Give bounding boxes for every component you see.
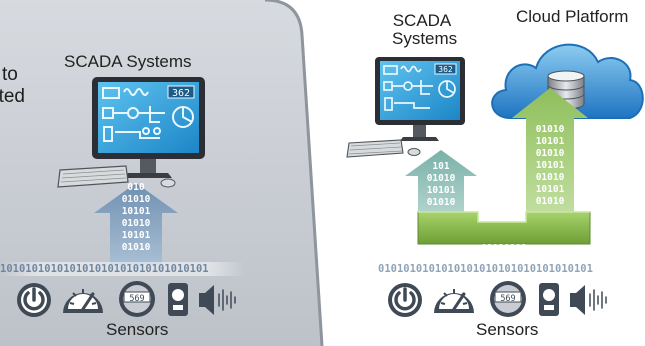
left-scada-label: SCADA Systems <box>64 52 192 71</box>
right-bit-stream: 0101010101010101010101010101010101 <box>378 263 593 275</box>
right-scada-arrow-bits: 101 01010 10101 01010 <box>418 161 464 209</box>
bit-row: 01010 <box>535 148 565 159</box>
left-intro-text: to ated <box>0 64 25 108</box>
gauge-sensor-icon <box>434 289 474 313</box>
bit-row: 1010101 <box>483 254 525 265</box>
bit-row: 10101 <box>121 230 151 241</box>
camera-sensor-icon <box>539 283 559 316</box>
cloud-platform-label: Cloud Platform <box>516 7 629 26</box>
left-screen-readout: 362 <box>172 88 190 99</box>
bit-row: 10101 <box>535 136 565 147</box>
bit-row: 01010 <box>426 197 456 208</box>
bit-row: 01010 <box>535 196 565 207</box>
bit-row: 01010 <box>121 218 151 229</box>
right-bit-stream-band <box>378 262 638 276</box>
bit-row: 10101 <box>535 184 565 195</box>
right-scada-data-arrow <box>405 150 477 222</box>
right-scada-monitor: 362 <box>346 57 465 158</box>
left-scada-monitor: 362 <box>57 77 205 188</box>
bit-row: 101 <box>432 161 450 172</box>
speaker-sensor-icon <box>570 285 607 315</box>
power-sensor-icon <box>17 283 51 317</box>
left-sensors: 569 <box>17 281 236 317</box>
right-cloud-data-arrow <box>512 88 588 222</box>
right-sensors-label: Sensors <box>476 320 539 339</box>
bit-row: 01010 <box>121 194 151 205</box>
right-sensors: 569 <box>388 281 607 317</box>
cloud-platform-icon <box>491 43 644 119</box>
green-connector-box <box>417 211 591 245</box>
bit-row: 01010 <box>535 172 565 183</box>
bit-row: 01010 <box>535 124 565 135</box>
bit-row: 10101 <box>535 160 565 171</box>
left-meter-readout: 569 <box>129 294 144 304</box>
right-cloud-arrow-bits: 01010 10101 01010 10101 01010 10101 0101… <box>526 124 574 208</box>
bit-row: 10101 <box>121 206 151 217</box>
gauge-sensor-icon <box>63 289 103 313</box>
power-sensor-icon <box>388 283 422 317</box>
panel-divider <box>264 0 324 346</box>
left-intro-line-2: ated <box>0 86 25 107</box>
bit-row: 01010 <box>121 242 151 253</box>
bit-row: 01010 <box>426 173 456 184</box>
left-mouse <box>160 178 176 188</box>
right-scada-label-line-2: Systems <box>392 29 458 48</box>
left-intro-line-1: to <box>2 64 18 85</box>
left-arrow-bits: 010 01010 10101 01010 10101 01010 <box>110 182 162 254</box>
speaker-sensor-icon <box>199 285 236 315</box>
bit-row: 10101 <box>426 185 456 196</box>
left-bit-stream: 101010101010101010101010101010101 <box>0 263 209 275</box>
meter-sensor-icon: 569 <box>119 281 155 317</box>
right-meter-readout: 569 <box>500 294 515 304</box>
bit-row: 01010101 <box>481 243 527 254</box>
left-bit-stream-band <box>0 262 245 276</box>
connector-bits: 01010101 1010101 <box>454 243 554 265</box>
right-mouse <box>407 148 421 156</box>
camera-sensor-icon <box>168 283 188 316</box>
left-sensors-label: Sensors <box>106 320 169 339</box>
meter-sensor-icon: 569 <box>490 281 526 317</box>
left-data-arrow <box>94 183 178 265</box>
right-scada-label-line-1: SCADA <box>392 11 452 30</box>
right-screen-readout: 362 <box>438 65 453 74</box>
right-scada-label: SCADA Systems <box>392 11 458 48</box>
bit-row: 010 <box>127 182 145 193</box>
